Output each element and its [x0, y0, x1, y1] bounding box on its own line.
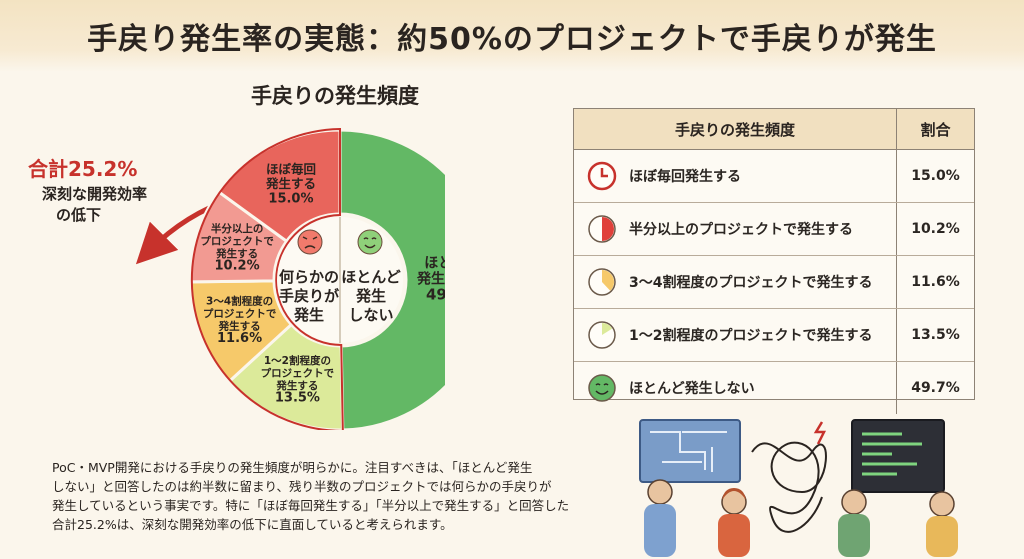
segment-label-line: 1〜2割程度の	[264, 354, 331, 367]
segment-label-line: プロジェクトで	[261, 367, 335, 380]
title-band	[0, 0, 1024, 72]
total-description: 深刻な開発効率 の低下	[42, 184, 172, 226]
table-cell-label: ほぼ毎回発生する	[574, 149, 897, 203]
segment-label-line: 半分以上の	[211, 222, 264, 235]
small-pie-icon	[588, 321, 616, 349]
table-row-label: ほとんど発生しない	[629, 381, 755, 397]
third-pie-icon	[588, 268, 616, 296]
person-body	[644, 504, 676, 557]
center-label-rework-line: 発生	[293, 306, 324, 324]
person-body	[718, 514, 750, 557]
smiley-face-icon	[357, 229, 383, 255]
description-text: PoC・MVP開発における手戻りの発生頻度が明らかに。注目すべきは、「ほとんど発…	[52, 458, 612, 534]
table-cell-value: 15.0%	[896, 149, 974, 203]
table-cell-value: 11.6%	[896, 255, 974, 309]
segment-label-line: 3〜4割程度の	[206, 295, 273, 308]
table-row: 1〜2割程度のプロジェクトで発生する 13.5%	[574, 308, 974, 362]
rework-outline	[190, 127, 344, 430]
table-cell-value: 13.5%	[896, 308, 974, 362]
segment-label-line: プロジェクトで	[200, 235, 274, 248]
description-line: 合計25.2%は、深刻な開発効率の低下に直面していると考えられます。	[52, 517, 453, 532]
spark-icon	[813, 421, 827, 445]
description-line: 発生しているという事実です。特に「ほぼ毎回発生する」「半分以上で発生する」と回答…	[52, 498, 570, 513]
center-label-rework-line: 手戻りが	[279, 287, 340, 305]
center-label-rework-line: 何らかの	[279, 268, 339, 286]
center-label-none-line: 発生	[355, 287, 386, 305]
center-label-none-line: しない	[348, 306, 393, 324]
table-cell-label: ほとんど発生しない	[574, 362, 897, 415]
person-head	[647, 479, 673, 505]
table-row-label: 3〜4割程度のプロジェクトで発生する	[629, 275, 873, 291]
total-description-line: の低下	[56, 206, 102, 224]
segment-label-line: 49.7%	[426, 286, 445, 304]
table-cell-value: 10.2%	[896, 202, 974, 256]
person-body	[838, 514, 870, 557]
table-cell-label: 1〜2割程度のプロジェクトで発生する	[574, 308, 897, 362]
total-annotation: 合計25.2%	[28, 157, 138, 181]
description-line: PoC・MVP開発における手戻りの発生頻度が明らかに。注目すべきは、「ほとんど発…	[52, 460, 533, 475]
team-illustration	[639, 419, 958, 557]
segment-label-line: 発生する	[265, 176, 316, 191]
total-description-line: 深刻な開発効率	[42, 185, 148, 203]
donut-segment	[338, 128, 445, 430]
page-title: 手戻り発生率の実態：約50%のプロジェクトで手戻りが発生	[87, 22, 937, 57]
center-label-rework: 何らかの手戻りが発生	[279, 268, 340, 324]
code-lines	[862, 432, 922, 476]
segment-label-line: 発生する	[215, 247, 258, 260]
table-row: ほぼ毎回発生する 15.0%	[574, 149, 974, 203]
segment-label-line: 10.2%	[215, 259, 260, 274]
donut-segments	[188, 127, 445, 430]
clock-icon	[587, 161, 617, 191]
segment-label-line: ほとんど	[424, 256, 445, 272]
segment-label-line: 15.0%	[268, 191, 313, 206]
person-body	[926, 516, 958, 557]
angry-face-icon	[297, 229, 323, 255]
half-pie-icon	[588, 215, 616, 243]
blueprint-lines	[650, 431, 727, 472]
table-header-frequency: 手戻りの発生頻度	[574, 109, 897, 150]
segment-label-line: 発生する	[275, 379, 318, 392]
table-row: ほとんど発生しない 49.7%	[574, 361, 974, 415]
segment-label-line: ほぼ毎回	[266, 161, 316, 176]
chart-title: 手戻りの発生頻度	[251, 84, 419, 108]
table-row: 3〜4割程度のプロジェクトで発生する 11.6%	[574, 255, 974, 309]
center-label-none: ほとんど発生しない	[341, 268, 401, 324]
segment-label-line: 発生しない	[416, 271, 445, 288]
segment-label-line: 13.5%	[275, 391, 320, 406]
table-cell-value: 49.7%	[896, 361, 974, 414]
description-line: しない」と回答したのは約半数に留まり、残り半数のプロジェクトでは何らかの手戻りが	[52, 479, 552, 494]
table-header-ratio: 割合	[896, 109, 974, 150]
table-row-label: 半分以上のプロジェクトで発生する	[629, 222, 853, 238]
person-head	[841, 489, 867, 515]
segment-label-line: プロジェクトで	[203, 307, 277, 320]
code-monitor	[851, 419, 945, 493]
smiley-icon	[588, 374, 616, 402]
tangled-lines	[751, 441, 827, 533]
center-label-none-line: ほとんど	[341, 268, 401, 286]
segment-label-line: 11.6%	[217, 331, 262, 346]
segment-label-line: 発生する	[218, 320, 261, 333]
table-row-label: ほぼ毎回発生する	[629, 169, 741, 185]
table-cell-label: 半分以上のプロジェクトで発生する	[574, 202, 897, 256]
table-cell-label: 3〜4割程度のプロジェクトで発生する	[574, 255, 897, 309]
person-hair	[722, 488, 746, 500]
table-row-label: 1〜2割程度のプロジェクトで発生する	[629, 328, 873, 344]
table-row: 半分以上のプロジェクトで発生する 10.2%	[574, 202, 974, 256]
person-head	[929, 491, 955, 517]
